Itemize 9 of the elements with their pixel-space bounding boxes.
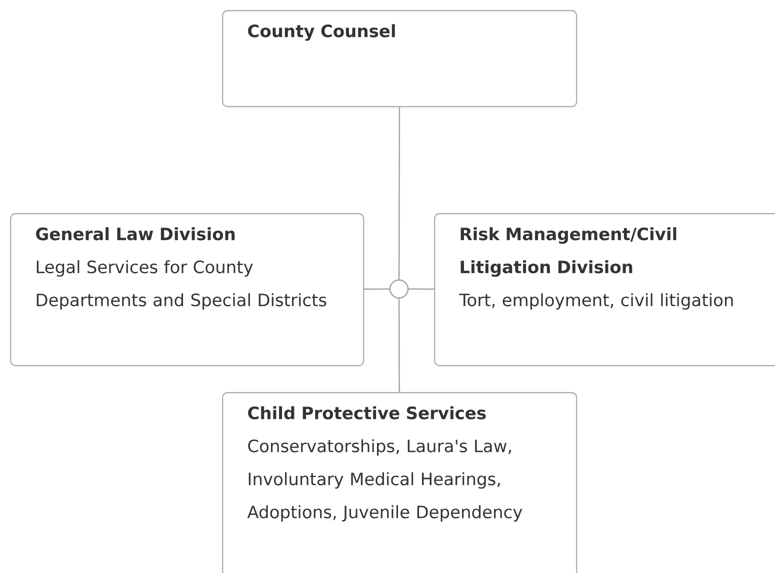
connector-line (398, 107, 400, 280)
junction-circle (389, 279, 409, 299)
org-box: Risk Management/Civil Litigation Division Tort, employment, civil litigation (434, 213, 775, 366)
connector-line (408, 288, 434, 290)
connector-line (364, 288, 390, 290)
org-box: General Law Division Legal Services for County Departments and Special Districts (10, 213, 364, 366)
org-box: Child Protective Services Conservatorships, Laura's Law, Involuntary Medical Hearings, Adoptions, Juvenile Dependency (222, 392, 578, 573)
org-box: County Counsel (222, 10, 578, 108)
connector-line (398, 298, 400, 392)
